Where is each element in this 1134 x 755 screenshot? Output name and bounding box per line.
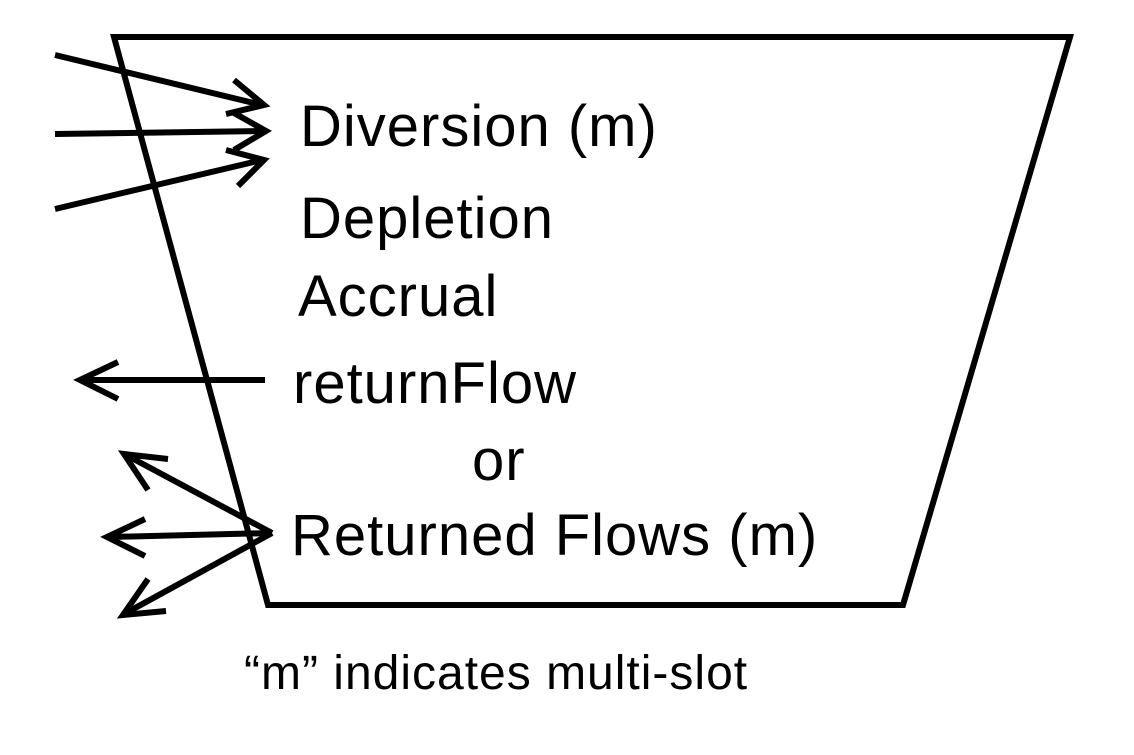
inflow-arrow-3	[54, 157, 263, 212]
return-flow-label: returnFlow	[293, 351, 577, 416]
inflow-arrow-3-head	[225, 147, 270, 189]
return-flow-arrow	[73, 359, 265, 402]
accrual-label: Accrual	[298, 264, 499, 329]
inflow-arrows	[54, 52, 272, 212]
returned-flows-arrow-3-head	[116, 577, 167, 619]
returned-flows-arrow-2-head	[100, 516, 147, 559]
returned-flows-arrow-3	[124, 530, 274, 616]
inflow-arrow-1-head	[225, 77, 271, 117]
diversion-label: Diversion (m)	[300, 94, 658, 159]
returned-flows-arrow-1	[124, 452, 274, 536]
multi-slot-footnote: “m” indicates multi-slot	[244, 647, 749, 700]
inflow-arrow-1	[54, 52, 263, 108]
returned-flows-arrows	[100, 450, 274, 619]
water-user-trapezoid	[110, 34, 1075, 608]
returned-flows-arrow-1-head	[117, 450, 169, 492]
or-label: or	[472, 428, 526, 493]
returned-flows-arrow-2	[109, 530, 273, 540]
returned-flows-label: Returned Flows (m)	[291, 503, 819, 568]
return-flow-arrow-head	[73, 359, 120, 402]
depletion-label: Depletion	[300, 186, 555, 251]
inflow-arrow-2	[54, 128, 266, 137]
inflow-arrow-2-head	[232, 110, 272, 153]
